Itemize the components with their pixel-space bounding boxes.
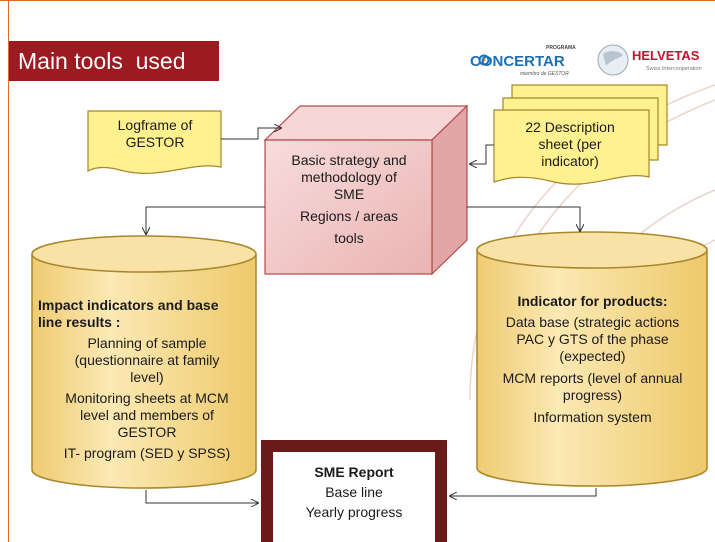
helvetas-logo-sub: Swiss Intercooperation [646, 66, 702, 72]
products-item2-line1: MCM reports (level of annual [502, 370, 683, 386]
products-item2: MCM reports (level of annual progress) [480, 370, 705, 404]
concertar-logo: PROGRAMA CONCERTAR miembro de GESTOR [470, 45, 576, 77]
slide-title: Main tools used [18, 48, 186, 74]
impact-item3: IT- program (SED y SPSS) [63, 445, 231, 461]
impact-item2: Monitoring sheets at MCM level and membe… [38, 390, 256, 441]
slide-left-border [8, 0, 9, 542]
helvetas-logo: HELVETAS Swiss Intercooperation [597, 44, 702, 76]
impact-item2-line2: level and members of [80, 407, 214, 423]
concertar-logo-sub: miembro de GESTOR [520, 71, 569, 77]
cube-line3: SME [333, 186, 365, 202]
description-sheet-note: 22 Description sheet (per indicator) [500, 119, 640, 170]
cube-line4: Regions / areas [299, 208, 399, 224]
description-line2: sheet (per [538, 136, 602, 152]
impact-heading-line2: line results : [38, 314, 121, 330]
products-item3: Information system [533, 409, 652, 425]
strategy-cube-text: Basic strategy and methodology of SME Re… [268, 152, 430, 247]
logframe-line1: Logframe of [117, 117, 193, 133]
products-item1-line3: (expected) [559, 348, 626, 364]
sme-report-line1: Base line [325, 484, 383, 500]
impact-item1-line3: level) [130, 369, 164, 385]
connector-left-to-report [145, 490, 258, 503]
connector-logframe-to-cube [221, 128, 281, 140]
sme-report-line2: Yearly progress [305, 504, 403, 520]
products-item1-line2: PAC y GTS of the phase [516, 331, 669, 347]
impact-item1: Planning of sample (questionnaire at fam… [38, 335, 256, 386]
sme-report-box [273, 452, 435, 542]
connector-sheet-to-cube [470, 144, 494, 164]
impact-item1-line1: Planning of sample [87, 335, 207, 351]
concertar-logo-top: PROGRAMA [546, 45, 576, 51]
connector-cube-to-left [146, 206, 265, 234]
products-heading: Indicator for products: [517, 293, 668, 309]
cube-line1: Basic strategy and [291, 152, 407, 168]
connector-cube-to-right [467, 206, 580, 231]
sme-report-title: SME Report [314, 464, 394, 480]
title-bar [9, 41, 219, 81]
sme-report-text: SME Report Base line Yearly progress [273, 462, 435, 522]
impact-item1-line2: (questionnaire at family [74, 352, 220, 368]
impact-item2-line3: GESTOR [117, 424, 177, 440]
impact-heading-line1: Impact indicators and base [38, 297, 219, 313]
helvetas-logo-name: HELVETAS [632, 48, 700, 63]
logframe-line2: GESTOR [125, 134, 185, 150]
cube-line5: tools [334, 230, 364, 246]
cube-line2: methodology of [301, 169, 397, 185]
products-item1: Data base (strategic actions PAC y GTS o… [480, 314, 705, 365]
products-item2-line2: progress) [562, 387, 623, 403]
impact-item2-line1: Monitoring sheets at MCM [65, 390, 229, 406]
connector-right-to-report [450, 488, 597, 496]
right-cylinder-text: Indicator for products: Data base (strat… [480, 293, 705, 426]
slide-top-border [0, 0, 715, 11]
left-cylinder-text: Impact indicators and base line results … [38, 297, 256, 462]
products-item1-line1: Data base (strategic actions [505, 314, 680, 330]
logframe-note: Logframe of GESTOR [95, 117, 215, 151]
concertar-logo-name: CONCERTAR [470, 53, 565, 70]
description-line1: 22 Description [525, 119, 615, 135]
description-line3: indicator) [541, 153, 599, 169]
